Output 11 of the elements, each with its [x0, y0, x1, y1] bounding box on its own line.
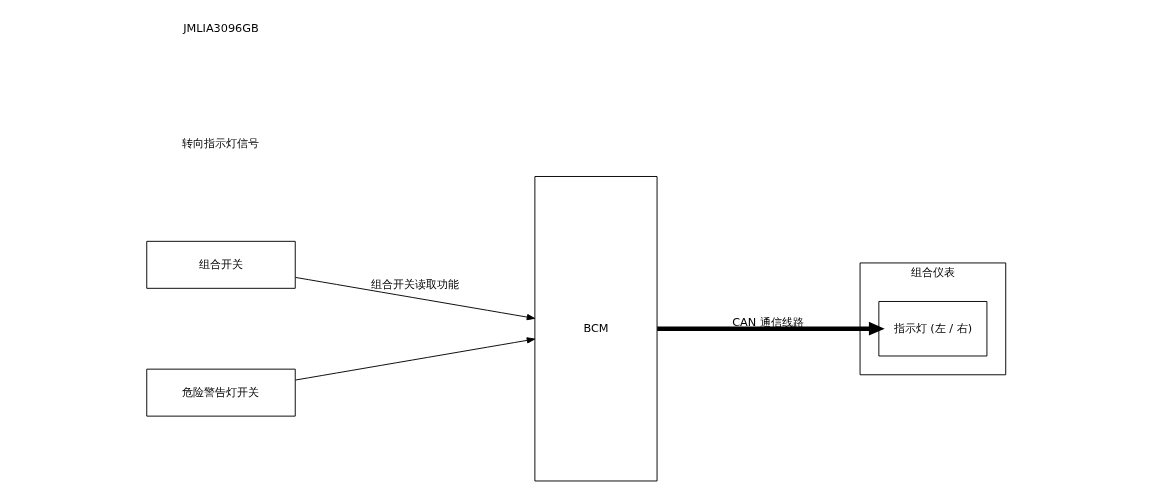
node-box: 指示灯 (左 / 右) [878, 301, 988, 357]
arrow [295, 337, 536, 381]
node-box: 危险警告灯开关 [146, 368, 296, 417]
arrow [657, 321, 885, 336]
arrow [295, 276, 536, 321]
node-box: 组合开关 [146, 240, 296, 289]
edge-label: CAN 通信线路 [732, 315, 804, 329]
label: 转向指示灯信号 [182, 136, 260, 150]
label: JMLIA3096GB [183, 21, 259, 35]
edge-label: 组合开关读取功能 [371, 277, 460, 291]
node-box: BCM [534, 176, 658, 482]
